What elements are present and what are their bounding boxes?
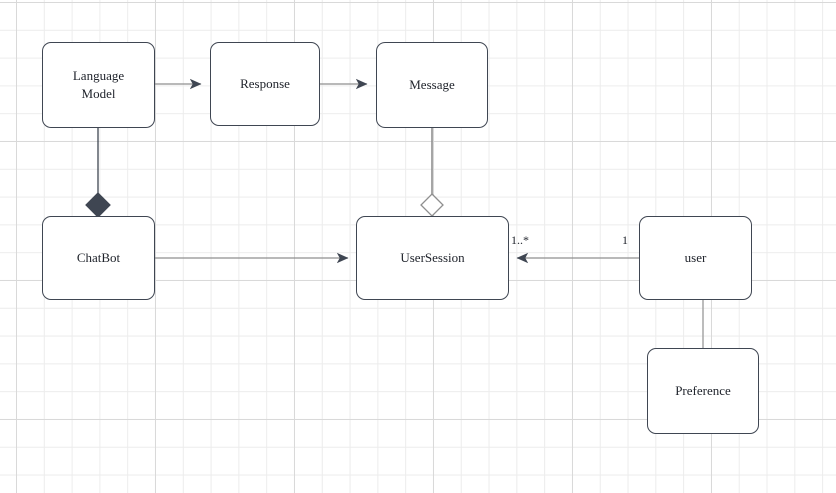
node-chatbot[interactable]: ChatBot bbox=[42, 216, 155, 300]
node-label: UserSession bbox=[400, 250, 465, 266]
hollow-diamond-icon bbox=[420, 193, 444, 217]
node-label: Message bbox=[409, 77, 455, 93]
node-label: Response bbox=[240, 76, 290, 92]
edge-message-to-usersession bbox=[420, 128, 444, 217]
edge-lm-to-chatbot bbox=[85, 128, 111, 218]
node-label: Language Model bbox=[72, 68, 125, 101]
node-label: Preference bbox=[675, 383, 731, 399]
node-usersession[interactable]: UserSession bbox=[356, 216, 509, 300]
node-label: ChatBot bbox=[76, 250, 121, 266]
node-preference[interactable]: Preference bbox=[647, 348, 759, 434]
node-response[interactable]: Response bbox=[210, 42, 320, 126]
node-message[interactable]: Message bbox=[376, 42, 488, 128]
multiplicity-label-source: 1 bbox=[622, 233, 628, 247]
node-label: user bbox=[684, 250, 707, 266]
node-language-model[interactable]: Language Model bbox=[42, 42, 155, 128]
node-user[interactable]: user bbox=[639, 216, 752, 300]
filled-diamond-icon bbox=[85, 192, 111, 218]
multiplicity-label-target: 1..* bbox=[511, 233, 529, 247]
